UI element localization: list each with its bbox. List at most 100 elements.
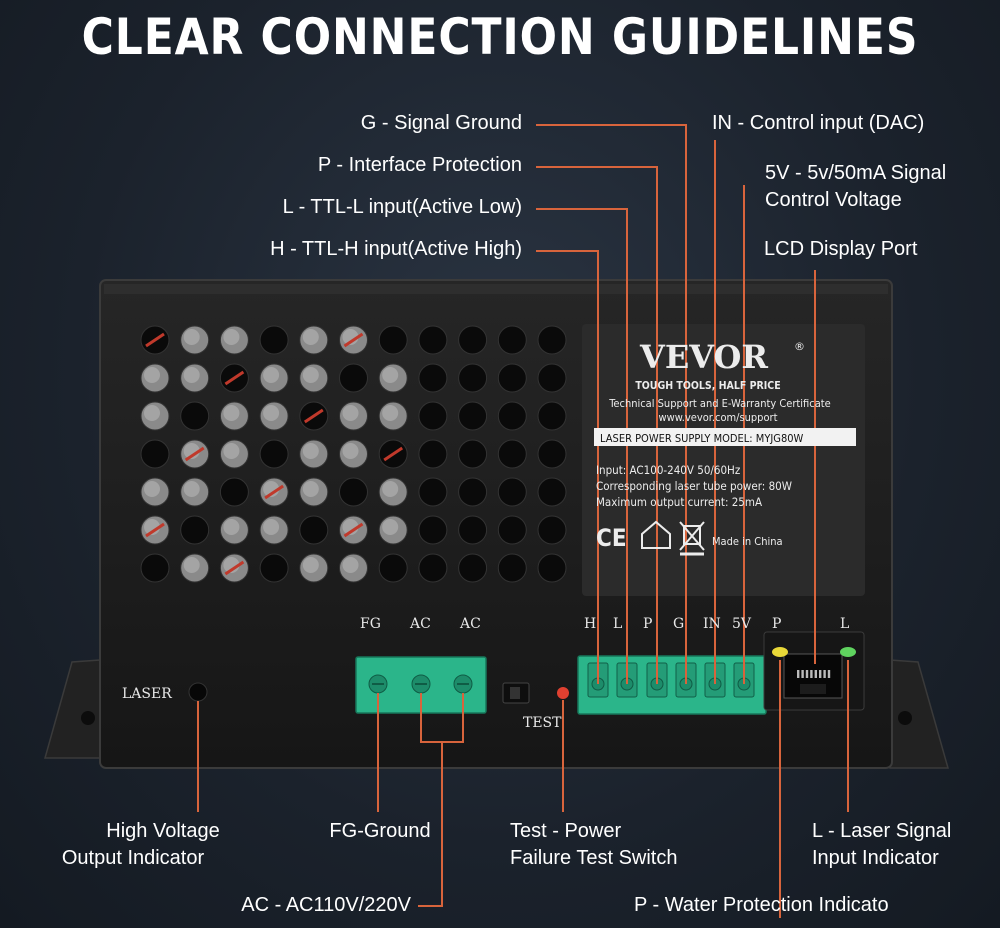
vent-hole xyxy=(378,325,408,355)
callout-h: H - TTL-H input(Active High) xyxy=(270,238,522,260)
panel-label-laser: LASER xyxy=(122,686,172,702)
vent-hole xyxy=(378,553,408,583)
vent-hole xyxy=(418,439,448,469)
callout-ac: AC - AC110V/220V xyxy=(241,894,411,916)
panel-label-test: TEST xyxy=(523,715,562,731)
vent-hole xyxy=(497,515,527,545)
spec-tube-power: Corresponding laser tube power: 80W xyxy=(596,479,792,493)
vent-hole xyxy=(458,553,488,583)
spec-current: Maximum output current: 25mA xyxy=(596,495,762,509)
vent-hole xyxy=(259,553,289,583)
vent-hole xyxy=(299,515,329,545)
vent-hole xyxy=(497,439,527,469)
vent-hole xyxy=(458,363,488,393)
right-mount-flange xyxy=(889,659,949,769)
vent-hole xyxy=(180,515,210,545)
callout-hv-2: Output Indicator xyxy=(61,847,205,869)
callout-l-laser-1: L - Laser Signal xyxy=(812,820,952,842)
vent-hole xyxy=(140,553,170,583)
vent-hole xyxy=(458,515,488,545)
weee-bin-icon xyxy=(679,521,705,556)
callout-lines xyxy=(197,124,849,918)
vent-hole xyxy=(497,401,527,431)
vent-hole xyxy=(458,439,488,469)
nameplate xyxy=(582,324,865,596)
made-in-china: Made in China xyxy=(712,535,783,548)
panel-label-in: IN xyxy=(703,616,721,632)
vent-hole xyxy=(418,477,448,507)
panel-label-fg: FG xyxy=(360,616,381,632)
vent-hole xyxy=(418,401,448,431)
vent-hole xyxy=(219,477,249,507)
panel-label-port-p: P xyxy=(772,616,781,632)
vent-hole xyxy=(339,363,368,393)
vent-hole xyxy=(537,363,567,393)
panel-label-ac1: AC xyxy=(409,616,431,632)
brand-tagline: TOUGH TOOLS, HALF PRICE xyxy=(635,380,780,392)
callout-in: IN - Control input (DAC) xyxy=(712,112,925,134)
panel-label-h: H xyxy=(584,616,596,632)
spec-input: Input: AC100-240V 50/60Hz xyxy=(596,463,740,477)
panel-label-5v: 5V xyxy=(732,616,752,632)
vent-hole xyxy=(537,553,567,583)
vent-hole xyxy=(497,477,527,507)
callout-l-laser-2: Input Indicator xyxy=(812,847,939,869)
vent-hole xyxy=(418,553,448,583)
vent-hole xyxy=(497,325,527,355)
panel-label-l: L xyxy=(613,616,622,632)
callout-p-water: P - Water Protection Indicato xyxy=(634,894,889,916)
callout-hv-1: High Voltage xyxy=(106,820,220,842)
right-mount-hole xyxy=(898,711,912,725)
vent-hole xyxy=(259,325,289,355)
panel-label-p: P xyxy=(643,616,652,632)
water-protection-led xyxy=(772,647,788,657)
vent-hole xyxy=(497,363,527,393)
callout-fg: FG-Ground xyxy=(329,820,431,842)
callout-line xyxy=(536,124,687,684)
vent-hole xyxy=(537,401,567,431)
panel-label-port-l: L xyxy=(840,616,849,632)
left-mount-flange xyxy=(44,659,101,759)
indoor-use-icon xyxy=(641,520,671,549)
vent-hole xyxy=(140,439,170,469)
vent-hole xyxy=(418,515,448,545)
ventilation-grille xyxy=(140,325,567,583)
vent-hole xyxy=(458,325,488,355)
vent-hole xyxy=(418,363,448,393)
vent-hole xyxy=(537,439,567,469)
svg-text:®: ® xyxy=(794,340,805,353)
page-title: CLEAR CONNECTION GUIDELINES xyxy=(81,8,919,66)
callout-5v-1: 5V - 5v/50mA Signal xyxy=(765,162,947,184)
vent-hole xyxy=(259,439,289,469)
vent-hole xyxy=(537,515,567,545)
vent-hole xyxy=(458,401,488,431)
callout-g: G - Signal Ground xyxy=(360,112,522,134)
vent-hole xyxy=(458,477,488,507)
left-mount-hole xyxy=(81,711,95,725)
vent-hole xyxy=(339,477,368,507)
callout-lcd: LCD Display Port xyxy=(764,238,918,260)
panel-label-ac2: AC xyxy=(459,616,481,632)
callout-l: L - TTL-L input(Active Low) xyxy=(282,196,522,218)
callout-line xyxy=(536,166,658,684)
vent-hole xyxy=(537,477,567,507)
callout-p: P - Interface Protection xyxy=(317,154,522,176)
ce-mark: CE xyxy=(596,524,627,552)
model-bar: LASER POWER SUPPLY MODEL: MYJG80W xyxy=(600,432,804,445)
laser-signal-led xyxy=(840,647,856,657)
vent-hole xyxy=(180,401,210,431)
brand-logo: VEVOR xyxy=(639,338,768,376)
callout-test-1: Test - Power xyxy=(510,820,622,842)
callout-line xyxy=(536,250,599,684)
vent-hole xyxy=(418,325,448,355)
test-button xyxy=(557,687,569,699)
callout-line xyxy=(418,742,443,907)
callout-5v-2: Control Voltage xyxy=(765,189,902,211)
support-text: Technical Support and E-Warranty Certifi… xyxy=(608,397,831,410)
panel-label-g: G xyxy=(673,616,684,632)
vent-hole xyxy=(497,553,527,583)
support-url: www.vevor.com/support xyxy=(659,411,778,424)
callout-test-2: Failure Test Switch xyxy=(510,847,678,869)
vent-hole xyxy=(537,325,567,355)
